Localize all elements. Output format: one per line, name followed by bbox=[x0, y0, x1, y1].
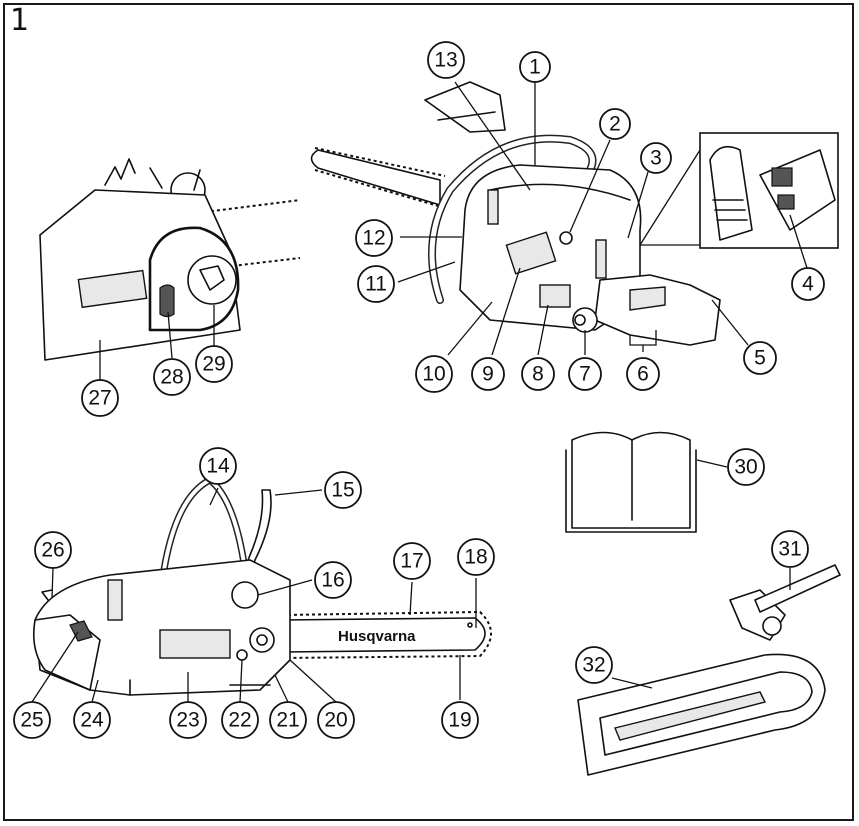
callout-23: 23 bbox=[169, 701, 207, 739]
svg-text:16: 16 bbox=[321, 569, 344, 592]
callout-31: 31 bbox=[771, 530, 809, 568]
callout-19: 19 bbox=[441, 701, 479, 739]
svg-text:32: 32 bbox=[582, 654, 605, 677]
svg-text:26: 26 bbox=[41, 539, 64, 562]
svg-text:9: 9 bbox=[482, 363, 494, 386]
svg-text:4: 4 bbox=[802, 273, 814, 296]
figure-frame bbox=[3, 3, 854, 821]
leader-lines bbox=[31, 81, 808, 703]
callout-22: 22 bbox=[221, 701, 259, 739]
svg-text:29: 29 bbox=[202, 353, 225, 376]
svg-text:13: 13 bbox=[434, 49, 457, 72]
svg-text:5: 5 bbox=[754, 347, 766, 370]
callout-2: 2 bbox=[599, 108, 631, 140]
clutch-cover-illustration bbox=[39, 158, 301, 361]
callout-30: 30 bbox=[727, 448, 765, 486]
callout-28: 28 bbox=[153, 358, 191, 396]
callout-17: 17 bbox=[393, 542, 431, 580]
callout-20: 20 bbox=[317, 701, 355, 739]
callout-10: 10 bbox=[415, 355, 453, 393]
chainsaw-side-view-illustration: Husqvarna bbox=[32, 476, 492, 696]
callout-27: 27 bbox=[81, 379, 119, 417]
callout-1: 1 bbox=[519, 51, 551, 83]
svg-text:17: 17 bbox=[400, 550, 423, 573]
svg-text:28: 28 bbox=[160, 366, 183, 389]
callout-3: 3 bbox=[640, 142, 672, 174]
callout-5: 5 bbox=[743, 341, 777, 375]
callout-11: 11 bbox=[357, 265, 395, 303]
callout-18: 18 bbox=[457, 538, 495, 576]
callout-32: 32 bbox=[575, 646, 613, 684]
svg-text:6: 6 bbox=[637, 363, 649, 386]
svg-text:11: 11 bbox=[365, 273, 387, 296]
callout-6: 6 bbox=[626, 357, 660, 391]
svg-text:1: 1 bbox=[529, 56, 541, 79]
callout-16: 16 bbox=[314, 561, 352, 599]
svg-text:20: 20 bbox=[324, 709, 347, 732]
svg-text:15: 15 bbox=[331, 479, 354, 502]
svg-text:27: 27 bbox=[88, 387, 111, 410]
callout-26: 26 bbox=[34, 531, 72, 569]
svg-text:23: 23 bbox=[176, 709, 199, 732]
figure-number: 1 bbox=[10, 3, 30, 38]
chainsaw-top-view-illustration bbox=[310, 81, 839, 346]
callout-14: 14 bbox=[199, 447, 237, 485]
svg-text:12: 12 bbox=[362, 227, 385, 250]
callout-8: 8 bbox=[521, 357, 555, 391]
bar-guard-illustration bbox=[577, 653, 826, 776]
operator-manual-illustration bbox=[565, 431, 697, 533]
callout-13: 13 bbox=[427, 41, 465, 79]
callout-7: 7 bbox=[568, 357, 602, 391]
svg-text:3: 3 bbox=[650, 147, 662, 170]
callout-4: 4 bbox=[791, 267, 825, 301]
callout-29: 29 bbox=[195, 345, 233, 383]
svg-text:31: 31 bbox=[778, 538, 801, 561]
svg-text:19: 19 bbox=[448, 709, 471, 732]
callout-9: 9 bbox=[471, 357, 505, 391]
combination-spanner-illustration bbox=[729, 564, 841, 641]
svg-text:10: 10 bbox=[422, 363, 445, 386]
svg-text:14: 14 bbox=[206, 455, 230, 478]
svg-text:8: 8 bbox=[532, 363, 544, 386]
callout-15: 15 bbox=[324, 471, 362, 509]
callout-24: 24 bbox=[73, 701, 111, 739]
callout-21: 21 bbox=[269, 701, 307, 739]
svg-text:2: 2 bbox=[609, 113, 621, 136]
svg-text:30: 30 bbox=[734, 456, 757, 479]
callout-12: 12 bbox=[355, 219, 393, 257]
svg-text:7: 7 bbox=[579, 363, 591, 386]
svg-text:24: 24 bbox=[80, 709, 104, 732]
svg-text:18: 18 bbox=[464, 546, 487, 569]
svg-text:22: 22 bbox=[228, 709, 251, 732]
svg-text:21: 21 bbox=[276, 709, 299, 732]
svg-text:25: 25 bbox=[20, 709, 43, 732]
callout-25: 25 bbox=[13, 701, 51, 739]
husqvarna-logo: Husqvarna bbox=[338, 628, 416, 645]
